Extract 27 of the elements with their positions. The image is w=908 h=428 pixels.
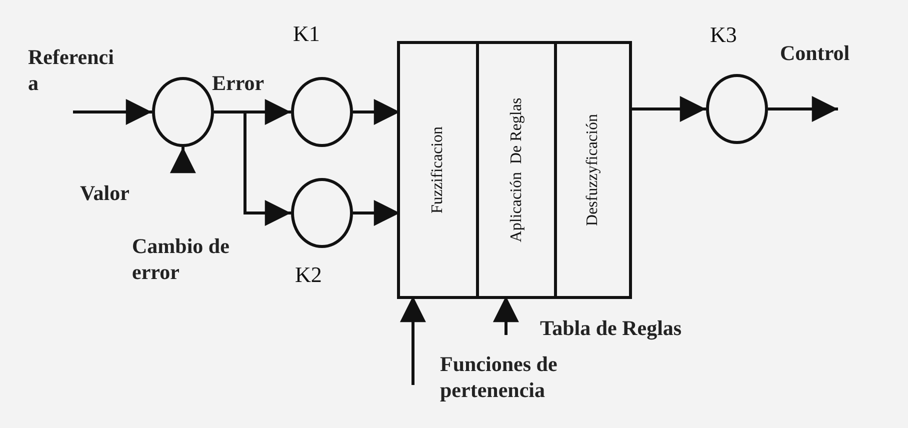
gain-circle bbox=[291, 77, 353, 147]
stage-label: Aplicación De Reglas bbox=[508, 98, 526, 242]
signal-arrow bbox=[400, 296, 426, 385]
signal-label: Tabla de Reglas bbox=[540, 315, 683, 341]
fuzzy-controller-box bbox=[397, 41, 632, 299]
gain-label: K1 bbox=[293, 21, 320, 47]
signal-arrow bbox=[353, 200, 400, 226]
signal-label: Control bbox=[780, 40, 851, 66]
gain-circle bbox=[706, 74, 768, 144]
signal-arrow bbox=[492, 296, 519, 335]
signal-arrow bbox=[629, 96, 706, 122]
signal-label: Funciones de pertenencia bbox=[440, 351, 558, 403]
signal-arrow bbox=[73, 98, 152, 125]
signal-label: Valor bbox=[80, 180, 130, 206]
signal-label: Cambio de error bbox=[132, 233, 230, 285]
signal-arrow bbox=[768, 96, 838, 122]
signal-label: Referenci a bbox=[28, 44, 115, 96]
gain-label: K3 bbox=[710, 22, 737, 48]
gain-circle bbox=[291, 178, 353, 248]
signal-label: Error bbox=[212, 70, 266, 96]
signal-arrow bbox=[214, 110, 291, 226]
stage-label: Fuzzificacion bbox=[429, 126, 447, 214]
stage-label: Desfuzzyficación bbox=[584, 114, 602, 226]
gain-label: K2 bbox=[295, 262, 322, 288]
signal-arrow bbox=[353, 98, 400, 125]
signal-arrow bbox=[170, 147, 196, 174]
summing-junction bbox=[152, 77, 214, 147]
